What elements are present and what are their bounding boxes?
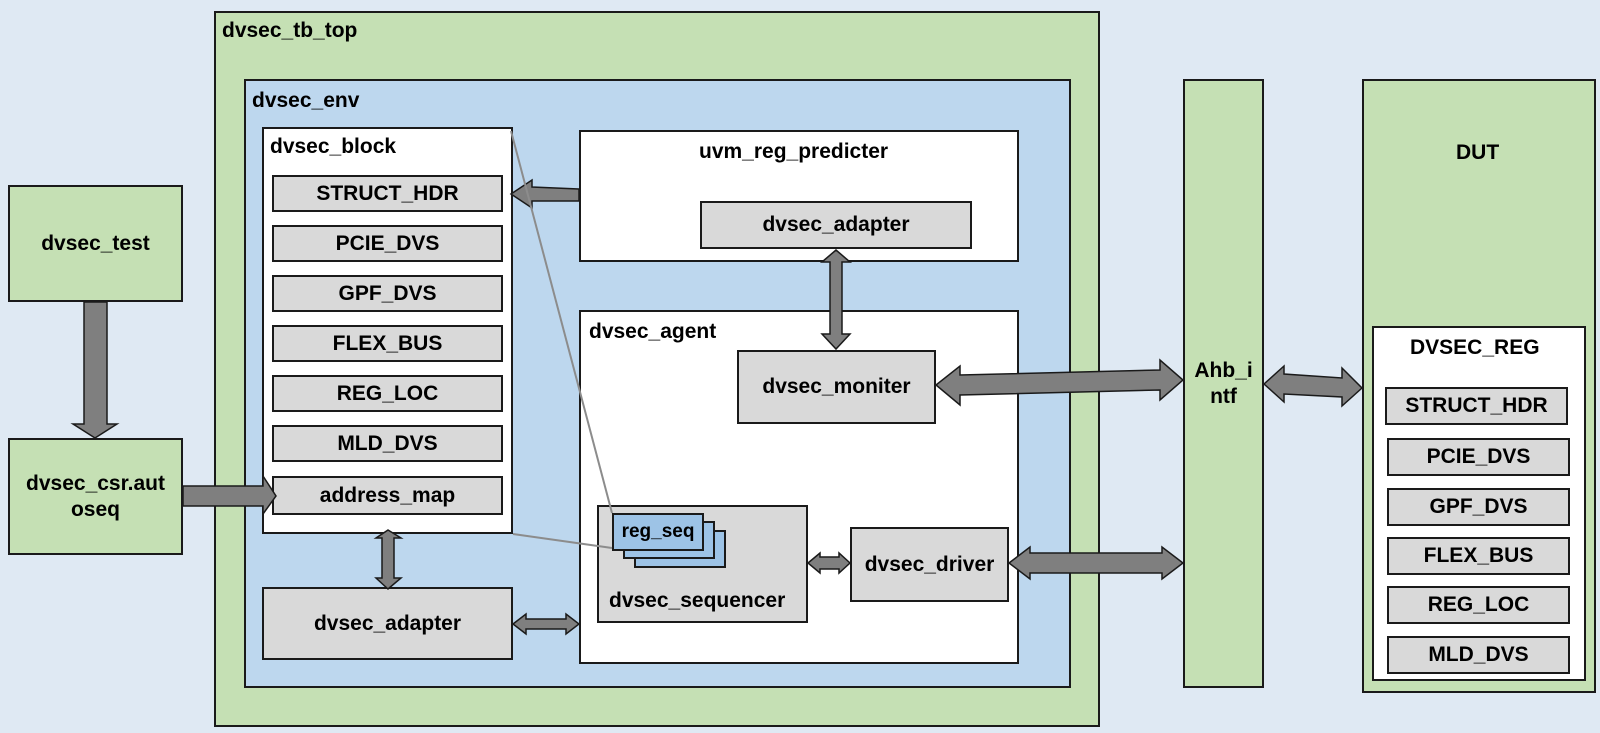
block-register: REG_LOC: [272, 375, 503, 412]
arrow-test-to-autoseq: [70, 301, 120, 439]
arrow-predicter-to-block: [509, 178, 580, 210]
arrow-monitor-ahb: [934, 358, 1185, 407]
address-map: address_map: [272, 476, 503, 515]
arrow-ahb-dut: [1262, 364, 1364, 408]
dut-register: STRUCT_HDR: [1385, 387, 1568, 425]
ahb-intf: Ahb_i ntf: [1183, 79, 1264, 688]
arrow-driver-ahb: [1007, 545, 1185, 581]
dut-register: GPF_DVS: [1387, 488, 1570, 526]
dvsec-block-label: dvsec_block: [270, 135, 397, 158]
dut-register: PCIE_DVS: [1387, 438, 1570, 476]
reg-seq: reg_seq: [612, 513, 704, 551]
dvsec-test: dvsec_test: [8, 185, 183, 302]
dut-register: MLD_DVS: [1387, 636, 1570, 674]
arrow-sequencer-driver: [806, 551, 852, 575]
dut-register: REG_LOC: [1387, 586, 1570, 624]
env-adapter: dvsec_adapter: [262, 587, 513, 660]
dvsec-sequencer-label: dvsec_sequencer: [609, 589, 786, 612]
block-register: STRUCT_HDR: [272, 175, 503, 212]
dut-label: DUT: [1456, 141, 1500, 164]
arrow-predicter-monitor: [819, 249, 853, 351]
block-register: GPF_DVS: [272, 275, 503, 312]
block-register: PCIE_DVS: [272, 225, 503, 262]
dvsec-csr-autoseq: dvsec_csr.aut oseq: [8, 438, 183, 555]
dvsec-monitor: dvsec_moniter: [737, 350, 936, 424]
block-register: MLD_DVS: [272, 425, 503, 462]
arrow-autoseq-to-address-map: [182, 473, 277, 517]
arrow-env-adapter-sequencer: [511, 612, 581, 636]
dut-register: FLEX_BUS: [1387, 537, 1570, 575]
connector-line-bottom: [512, 533, 613, 549]
predicter-adapter: dvsec_adapter: [700, 201, 972, 249]
arrow-block-env-adapter: [373, 529, 404, 590]
dvsec-driver: dvsec_driver: [850, 527, 1009, 602]
uvm-reg-predicter-label: uvm_reg_predicter: [699, 140, 889, 163]
dvsec-agent-label: dvsec_agent: [589, 320, 717, 343]
dvsec-tb-top-label: dvsec_tb_top: [222, 19, 358, 42]
dvsec-reg-label: DVSEC_REG: [1410, 336, 1540, 359]
block-register: FLEX_BUS: [272, 325, 503, 362]
connector-line-top: [510, 130, 613, 514]
dvsec-env-label: dvsec_env: [252, 89, 360, 112]
